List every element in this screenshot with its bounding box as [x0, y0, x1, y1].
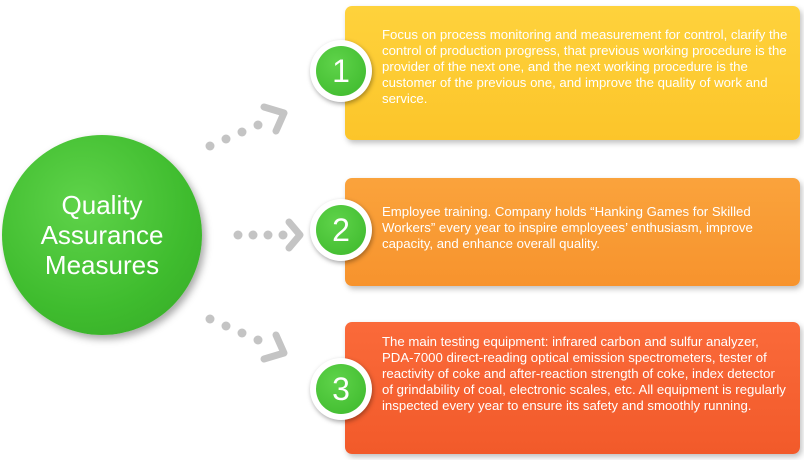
arrow-icon-2 [233, 218, 304, 252]
measure-card-2: Employee training. Company holds “Hankin… [345, 178, 800, 286]
number-label-3: 3 [316, 364, 366, 414]
number-label-1: 1 [316, 46, 366, 96]
number-badge-1: 1 [310, 40, 372, 102]
measure-card-3: The main testing equipment: infrared car… [345, 322, 800, 454]
measure-card-1: Focus on process monitoring and measurem… [345, 6, 800, 140]
central-hub: Quality Assurance Measures [2, 135, 202, 335]
arrow-icon-3 [205, 314, 288, 363]
number-badge-2: 2 [310, 199, 372, 261]
arrow-icon-1 [205, 103, 288, 151]
measure-text-1: Focus on process monitoring and measurem… [382, 27, 788, 106]
measure-text-2: Employee training. Company holds “Hankin… [382, 204, 753, 251]
hub-title: Quality Assurance Measures [40, 190, 164, 280]
number-label-2: 2 [316, 205, 366, 255]
number-badge-3: 3 [310, 358, 372, 420]
measure-text-3: The main testing equipment: infrared car… [382, 334, 786, 413]
